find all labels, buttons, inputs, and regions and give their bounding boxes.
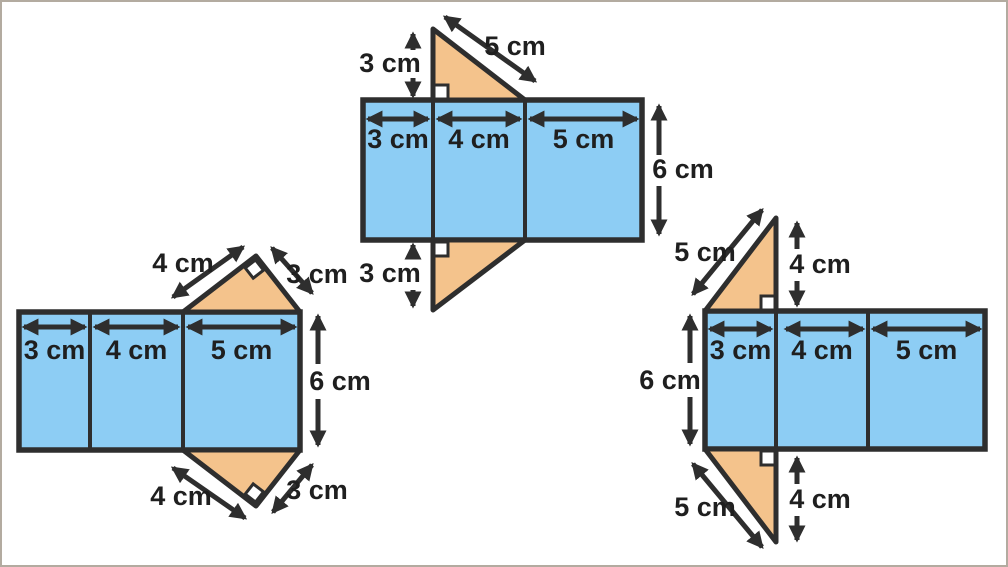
left-bottom-3cm-label: 3 cm <box>286 475 348 505</box>
right-top-height-label: 4 cm <box>789 249 851 279</box>
top-3cm-arrow <box>270 246 314 295</box>
right-angle-icon <box>432 83 450 101</box>
right-rect-3cm <box>703 309 778 451</box>
right-width-label-4cm: 4 cm <box>791 335 853 365</box>
left-rect-4cm <box>88 310 185 452</box>
left-height-label: 6 cm <box>309 366 371 396</box>
top-5cm-arrow <box>691 208 764 296</box>
middle-bottom-height-label: 3 cm <box>359 258 421 288</box>
bottom-4cm-arrow <box>170 465 248 521</box>
right-angle-icon <box>759 294 777 312</box>
left-top-4cm-label: 4 cm <box>152 248 214 278</box>
bottom-3cm-arrow <box>271 463 314 514</box>
left-rect-3cm <box>17 310 92 452</box>
middle-width-label-3cm: 3 cm <box>367 124 429 154</box>
middle-height-label: 6 cm <box>652 154 714 184</box>
bottom-5cm-arrow <box>691 462 764 549</box>
right-top-hypotenuse-label: 5 cm <box>674 237 736 267</box>
right-angle-icon <box>243 257 266 281</box>
left-top-3cm-label: 3 cm <box>286 259 348 289</box>
right-rect-5cm <box>866 309 987 451</box>
hypotenuse-arrow-5cm <box>442 14 538 84</box>
right-width-label-5cm: 5 cm <box>895 335 958 365</box>
right-angle-icon <box>432 240 450 258</box>
right-angle-icon <box>759 449 777 467</box>
middle-bottom-triangle <box>430 237 528 313</box>
right-bottom-height-label: 4 cm <box>789 484 851 514</box>
left-width-label-4cm: 4 cm <box>105 335 168 365</box>
top-4cm-arrow <box>170 244 246 300</box>
net-left <box>16 244 327 521</box>
middle-width-label-5cm: 5 cm <box>552 124 615 154</box>
right-height-label: 6 cm <box>639 365 701 395</box>
right-rect-4cm <box>774 309 870 451</box>
middle-top-hypotenuse-label: 5 cm <box>484 31 546 61</box>
middle-width-label-4cm: 4 cm <box>448 124 510 154</box>
left-width-label-3cm: 3 cm <box>23 335 86 365</box>
net-right <box>681 208 988 549</box>
right-width-label-3cm: 3 cm <box>709 335 772 365</box>
left-width-label-5cm: 5 cm <box>210 335 273 365</box>
right-rect-outline <box>702 308 988 452</box>
left-rect-5cm <box>181 310 302 452</box>
left-bottom-4cm-label: 4 cm <box>150 481 212 511</box>
left-rect-outline <box>16 309 303 453</box>
right-bottom-hypotenuse-label: 5 cm <box>674 492 736 522</box>
right-angle-icon <box>243 481 266 505</box>
middle-top-height-label: 3 cm <box>359 48 421 78</box>
net-middle <box>360 14 668 313</box>
